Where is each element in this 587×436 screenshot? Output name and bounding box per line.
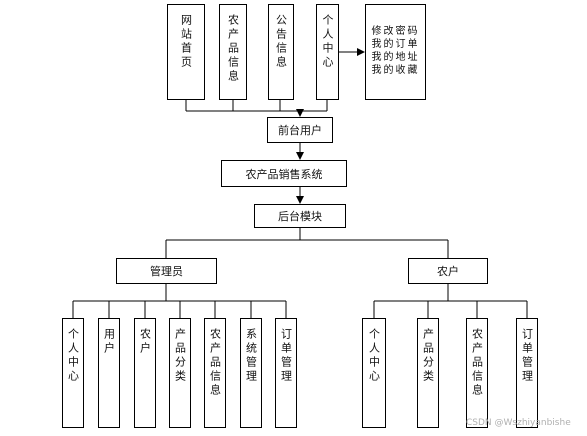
node-notice-info: 公告信息 xyxy=(268,4,294,100)
node-notice-info-label: 公告信息 xyxy=(274,14,288,70)
farmer-item-product-category: 产品分类 xyxy=(417,318,439,428)
node-product-info-label: 农产品信息 xyxy=(226,14,240,84)
admin-item-farmer: 农户 xyxy=(134,318,156,428)
admin-item-product-category-label: 产品分类 xyxy=(173,328,187,384)
admin-item-product-category: 产品分类 xyxy=(169,318,191,428)
admin-item-system-management: 系统管理 xyxy=(240,318,262,428)
subitem-my-orders: 我的订单 xyxy=(371,39,420,50)
node-admin-label: 管理员 xyxy=(150,265,183,278)
subitem-my-address: 我的地址 xyxy=(371,52,420,63)
node-personal-center: 个人中心 xyxy=(316,4,339,100)
farmer-item-order-management: 订单管理 xyxy=(516,318,538,428)
node-product-info: 农产品信息 xyxy=(219,4,247,100)
node-system: 农产品销售系统 xyxy=(221,160,347,187)
admin-item-product-info-label: 农产品信息 xyxy=(208,328,222,398)
node-home: 网站首页 xyxy=(167,4,205,100)
node-front-user-label: 前台用户 xyxy=(278,124,322,137)
farmer-item-personal-center-label: 个人中心 xyxy=(367,328,381,384)
node-home-label: 网站首页 xyxy=(179,14,193,70)
admin-item-order-management-label: 订单管理 xyxy=(279,328,293,384)
admin-item-user: 用户 xyxy=(98,318,120,428)
admin-item-personal-center-label: 个人中心 xyxy=(66,328,80,384)
node-personal-center-subitems: 修改密码 我的订单 我的地址 我的收藏 xyxy=(365,4,426,100)
node-system-label: 农产品销售系统 xyxy=(245,167,323,181)
admin-item-personal-center: 个人中心 xyxy=(62,318,84,428)
node-backend: 后台模块 xyxy=(254,204,346,228)
node-front-user: 前台用户 xyxy=(267,117,333,143)
admin-item-farmer-label: 农户 xyxy=(138,328,152,356)
node-farmer-label: 农户 xyxy=(437,265,459,278)
node-admin: 管理员 xyxy=(116,258,217,284)
watermark: CSDN @Wszhiyanbishe xyxy=(466,418,571,428)
admin-item-system-management-label: 系统管理 xyxy=(244,328,258,384)
farmer-item-product-category-label: 产品分类 xyxy=(421,328,435,384)
farmer-item-product-info: 农产品信息 xyxy=(466,318,488,428)
node-backend-label: 后台模块 xyxy=(278,210,322,223)
subitem-my-favorites: 我的收藏 xyxy=(371,65,420,76)
node-farmer: 农户 xyxy=(408,258,488,284)
farmer-item-order-management-label: 订单管理 xyxy=(520,328,534,384)
admin-item-product-info: 农产品信息 xyxy=(204,318,226,428)
node-personal-center-label: 个人中心 xyxy=(321,14,334,70)
farmer-item-personal-center: 个人中心 xyxy=(362,318,386,428)
admin-item-order-management: 订单管理 xyxy=(275,318,297,428)
farmer-item-product-info-label: 农产品信息 xyxy=(470,328,484,398)
subitem-change-password: 修改密码 xyxy=(371,26,420,37)
admin-item-user-label: 用户 xyxy=(102,328,116,356)
